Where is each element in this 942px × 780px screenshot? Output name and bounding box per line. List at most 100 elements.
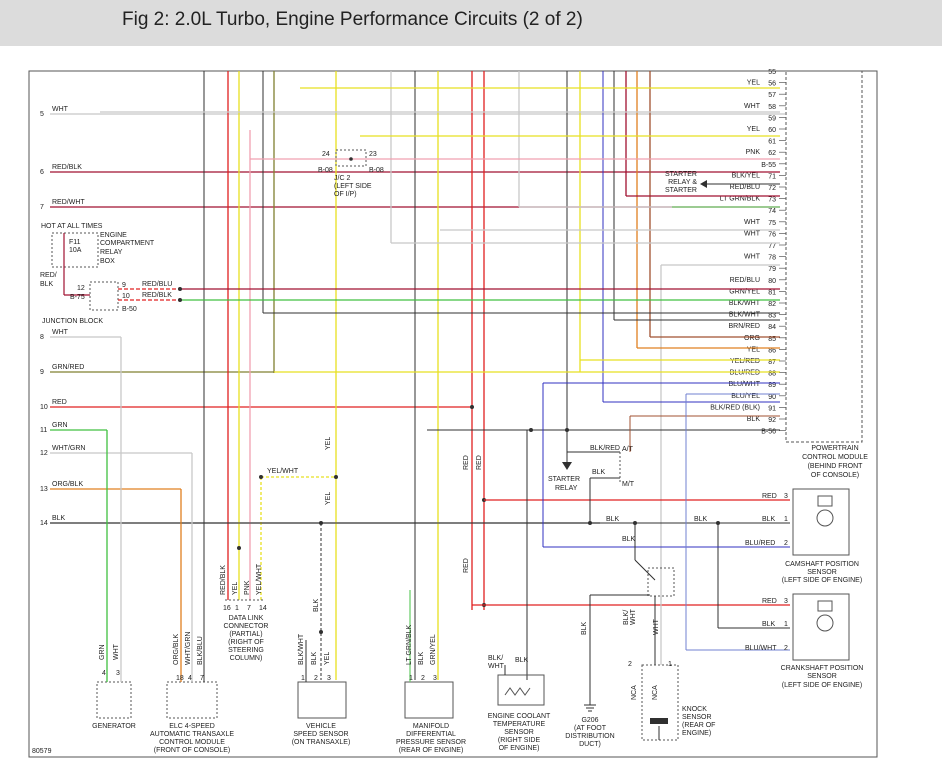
svg-text:B-08: B-08 (369, 167, 384, 174)
component-wire-label: GRN (99, 644, 106, 660)
component-pin-number: 14 (259, 605, 267, 612)
ect-sensor (497, 665, 545, 706)
pcm-pin-wire-label: BLU/WHT (729, 381, 761, 388)
component-wire-label: BLK (418, 651, 425, 665)
svg-text:(LEFT SIDE: (LEFT SIDE (334, 183, 372, 190)
svg-text:BLK: BLK (313, 598, 320, 612)
pcm-pin-number: 79 (768, 266, 776, 273)
svg-text:POWERTRAIN: POWERTRAIN (811, 445, 858, 452)
component-label: (REAR OF (682, 722, 715, 729)
svg-text:YEL/WHT: YEL/WHT (267, 468, 299, 475)
pcm-pin-wire-label: BLU/YEL (731, 393, 760, 400)
pcm-pin-number: 88 (768, 371, 776, 378)
starter-relay-ref: STARTER RELAY & STARTER (665, 171, 780, 194)
red-labels: RED RED RED (463, 405, 486, 607)
svg-text:CRANKSHAFT POSITION: CRANKSHAFT POSITION (781, 665, 864, 672)
crankshaft-position-sensor: RED 3 BLK 1 BLU/WHT 2 CRANKSHAFT POSITIO… (745, 593, 864, 689)
component-wire-label: PNK (244, 580, 251, 595)
component-wire-label: BLK/ (488, 655, 503, 662)
left-row-wire-label: WHT/GRN (52, 445, 85, 452)
pcm-pin-wire-label: GRN/YEL (729, 288, 760, 295)
svg-text:STARTER: STARTER (548, 476, 580, 483)
component-label: (RIGHT OF (228, 639, 264, 646)
pcm-pin-wire-label: ORG (744, 335, 760, 342)
svg-text:10: 10 (122, 293, 130, 300)
svg-text:ENGINE: ENGINE (100, 232, 127, 239)
left-row-wire-label: WHT (52, 106, 69, 113)
left-row-number: 12 (40, 450, 48, 457)
svg-text:SENSOR: SENSOR (807, 673, 837, 680)
svg-text:BLK: BLK (762, 516, 776, 523)
starter-relay: BLK/RED A/T M/T BLK STARTER RELAY (526, 415, 640, 680)
pcm-pin-number: 62 (768, 150, 776, 157)
component-label: (FRONT OF CONSOLE) (154, 747, 230, 754)
svg-text:3: 3 (784, 598, 788, 605)
component-label: VEHICLE (306, 723, 336, 730)
svg-text:24: 24 (322, 151, 330, 158)
svg-text:2: 2 (784, 645, 788, 652)
component-label: PRESSURE SENSOR (396, 739, 466, 746)
component-label: SENSOR (504, 729, 534, 736)
svg-text:OF CONSOLE): OF CONSOLE) (811, 472, 859, 479)
component-pin-number: 7 (247, 605, 251, 612)
svg-text:YEL: YEL (325, 492, 332, 505)
left-row-number: 7 (40, 204, 44, 211)
svg-text:STARTER: STARTER (665, 171, 697, 178)
pcm-pin-number: 61 (768, 139, 776, 146)
pcm-pin-number: B-56 (761, 429, 776, 436)
component-pin-number: 3 (327, 675, 331, 682)
pcm-pin-wire-label: WHT (744, 230, 761, 237)
vertical-wires (203, 71, 662, 680)
junction-block: RED/ BLK 12 B-75 9 10 B-50 RED/BLU RED/B… (40, 272, 182, 325)
component-label: MANIFOLD (413, 723, 449, 730)
pcm-pin-number: 90 (768, 394, 776, 401)
fuse-box: HOT AT ALL TIMES F11 10A ENGINE COMPARTM… (41, 223, 155, 280)
svg-text:RED/BLK: RED/BLK (142, 292, 172, 299)
component-label: (REAR OF ENGINE) (399, 747, 464, 754)
pcm-pin-wire-label: BLK/WHT (729, 312, 761, 319)
svg-text:(BEHIND FRONT: (BEHIND FRONT (808, 463, 864, 470)
svg-text:RED: RED (762, 493, 777, 500)
pcm-pin-wire-label: RED/BLU (730, 184, 760, 191)
svg-text:23: 23 (369, 151, 377, 158)
pcm-pin-list: 5556YEL5758WHT5960YEL6162PNKB-5571BLK/YE… (710, 69, 786, 436)
component-wire-label: BLK (515, 657, 529, 664)
svg-text:M/T: M/T (622, 481, 635, 488)
component-label: CONNECTOR (224, 623, 269, 630)
svg-text:WHT: WHT (630, 608, 637, 625)
pcm-pin-number: 87 (768, 359, 776, 366)
left-row-wire-label: BLK (52, 515, 66, 522)
component-wire-label: BLK/BLU (197, 636, 204, 665)
pcm-pin-number: 55 (768, 69, 776, 76)
svg-text:9: 9 (122, 282, 126, 289)
map-sensor (404, 590, 454, 719)
svg-text:BLK/: BLK/ (623, 610, 630, 625)
pcm-pin-number: 86 (768, 347, 776, 354)
svg-text:RELAY &: RELAY & (668, 179, 697, 186)
generator (96, 337, 132, 719)
pcm-pin-number: 81 (768, 289, 776, 296)
component-pin-number: 1 (668, 661, 672, 668)
component-label: GENERATOR (92, 723, 136, 730)
svg-text:B-50: B-50 (122, 306, 137, 313)
pcm-pin-number: 56 (768, 81, 776, 88)
component-label: DIFFERENTIAL (406, 731, 456, 738)
component-label: (PARTIAL) (229, 631, 262, 638)
svg-text:RED: RED (476, 455, 483, 470)
svg-text:F11: F11 (69, 239, 81, 246)
component-label: ENGINE) (682, 730, 711, 737)
component-label: COLUMN) (230, 655, 263, 662)
component-label: AUTOMATIC TRANSAXLE (150, 731, 234, 738)
svg-text:RELAY: RELAY (100, 249, 123, 256)
yel-wht-branch: YEL/WHT YEL YEL (237, 437, 338, 600)
left-row-number: 10 (40, 404, 48, 411)
camshaft-position-sensor: RED 3 BLK 1 BLU/RED 2 CAMSHAFT POSITION … (745, 488, 862, 584)
svg-text:BLK: BLK (762, 621, 776, 628)
svg-text:JUNCTION BLOCK: JUNCTION BLOCK (42, 318, 103, 325)
svg-text:RED: RED (762, 598, 777, 605)
left-row-wire-label: RED/WHT (52, 199, 85, 206)
pcm-pin-number: 78 (768, 255, 776, 262)
pcm-pin-wire-label: YEL (747, 80, 760, 87)
